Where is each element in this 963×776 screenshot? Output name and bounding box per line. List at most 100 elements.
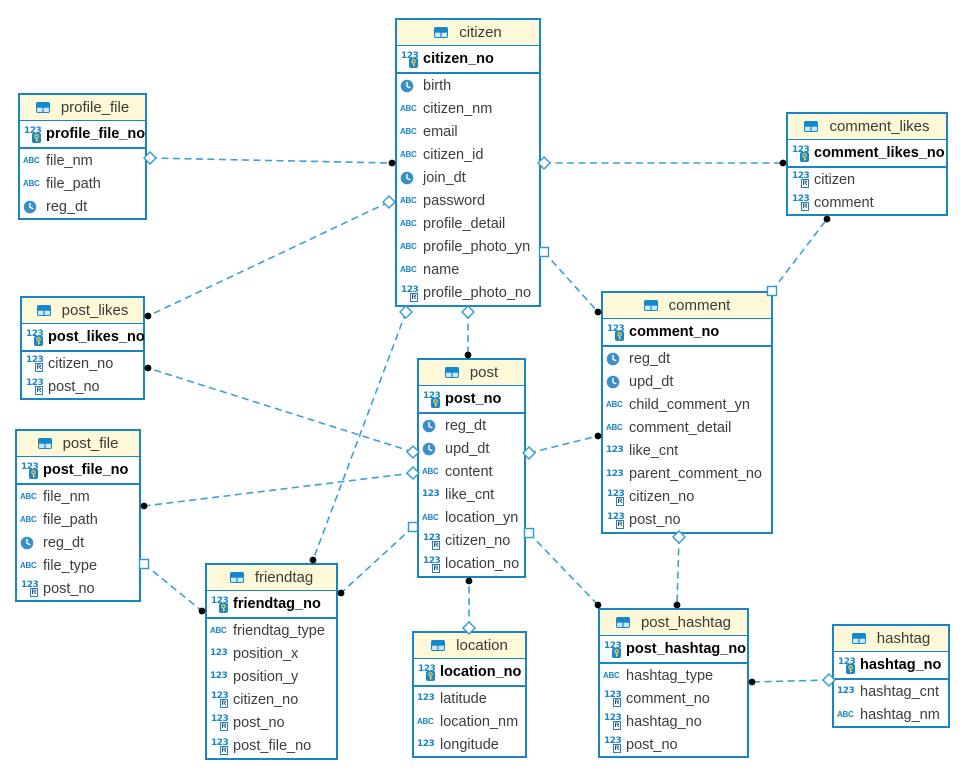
relation-line[interactable] — [312, 311, 407, 561]
relation-line[interactable] — [528, 532, 599, 606]
table-header-friendtag[interactable]: friendtag — [207, 565, 336, 591]
relation-line[interactable] — [751, 679, 830, 683]
relation-line[interactable] — [147, 367, 414, 453]
table-header-post[interactable]: post — [419, 360, 524, 386]
relation-friendtag-to-post[interactable] — [337, 521, 419, 597]
table-header-post_likes[interactable]: post_likes — [22, 298, 143, 324]
relation-line[interactable] — [149, 157, 393, 164]
column-row[interactable]: reg_dt — [419, 414, 524, 437]
table-header-citizen[interactable]: citizen — [397, 20, 539, 46]
relation-comment-to-citizen[interactable] — [538, 246, 602, 316]
relation-post-to-citizen[interactable] — [461, 305, 475, 359]
relation-comment_likes-to-comment[interactable] — [766, 215, 831, 297]
relation-line[interactable] — [143, 472, 414, 507]
relation-line[interactable] — [340, 526, 414, 594]
table-header-post_hashtag[interactable]: post_hashtag — [600, 610, 747, 636]
column-row[interactable]: reg_dt — [20, 195, 145, 218]
relation-line[interactable] — [676, 536, 680, 606]
relation-post_file-to-post[interactable] — [140, 466, 420, 510]
relation-line[interactable] — [147, 201, 390, 317]
column-row[interactable]: upd_dt — [603, 370, 771, 393]
column-row[interactable]: upd_dt — [419, 437, 524, 460]
relation-comment-to-post[interactable] — [522, 432, 602, 460]
column-row[interactable]: reg_dt — [603, 347, 771, 370]
relation-citizen-to-profile_file[interactable] — [143, 151, 396, 167]
table-header-profile_file[interactable]: profile_file — [20, 95, 145, 121]
column-row[interactable]: birth — [397, 74, 539, 97]
relation-comment_likes-to-citizen[interactable] — [537, 156, 787, 170]
relation-post-to-location[interactable] — [462, 577, 476, 635]
relation-friendtag-to-citizen[interactable] — [309, 305, 413, 564]
column-row[interactable]: reg_dt — [17, 531, 139, 554]
table-header-post_file[interactable]: post_file — [17, 431, 139, 457]
relation-post_hashtag-to-comment[interactable] — [672, 530, 686, 609]
relation-friendtag-to-post_file[interactable] — [138, 558, 206, 615]
relation-line[interactable] — [528, 435, 599, 454]
relation-post_hashtag-to-post[interactable] — [523, 527, 602, 609]
relation-line[interactable] — [771, 218, 828, 292]
relation-post_likes-to-citizen[interactable] — [144, 195, 396, 320]
relation-post_hashtag-to-hashtag[interactable] — [748, 673, 836, 687]
relation-post_likes-to-post[interactable] — [144, 364, 420, 459]
table-header-comment_likes[interactable]: comment_likes — [788, 114, 946, 140]
